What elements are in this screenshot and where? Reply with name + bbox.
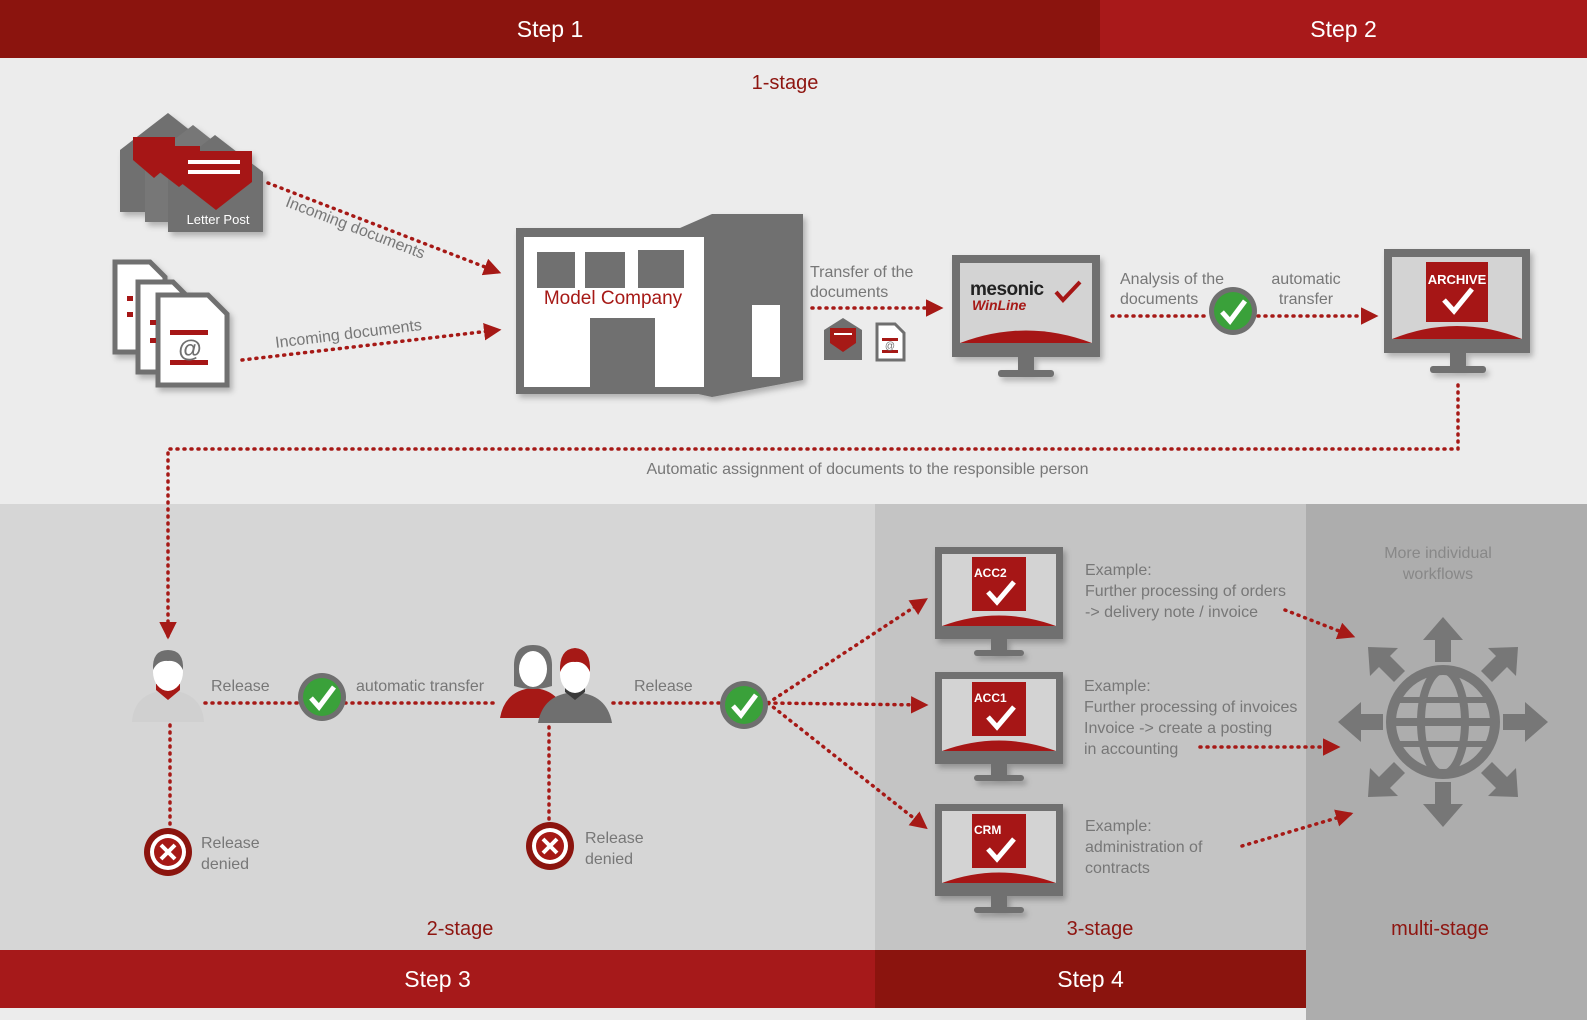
example-acc1-line: Invoice -> create a posting	[1084, 720, 1273, 737]
acc2-monitor-icon	[935, 547, 1063, 656]
lower-left-zone	[0, 504, 875, 950]
mesonic-monitor-icon	[952, 255, 1100, 377]
example-acc1-line: Further processing of invoices	[1084, 699, 1298, 716]
globe-arrows-icon	[1338, 617, 1548, 827]
deny-circle-icon-2	[526, 822, 574, 870]
archive-label: ARCHIVE	[1427, 272, 1487, 287]
small-document-icon: @	[875, 322, 906, 362]
assignment-label: Automatic assignment of documents to the…	[646, 461, 1089, 478]
stage-multi-label: multi-stage	[1391, 918, 1489, 940]
letter-post-icon	[120, 113, 263, 232]
more-workflows-label-1: More individual	[1384, 545, 1492, 562]
model-company-label: Model Company	[543, 288, 683, 309]
example-crm-line: contracts	[1085, 860, 1150, 877]
mesonic-logo-text: mesonic	[970, 279, 1044, 300]
release-label-2: Release	[634, 678, 693, 695]
example-crm: Example: administration of contracts	[1085, 816, 1202, 879]
acc1-label: ACC1	[974, 691, 1007, 705]
company-building-icon	[516, 214, 803, 397]
small-envelope-icon	[824, 318, 862, 360]
step-1-band: Step 1	[0, 0, 1100, 58]
more-workflows-label-2: workflows	[1402, 566, 1474, 583]
user-group-icon	[500, 645, 612, 723]
release-denied-label-2b: denied	[585, 851, 634, 868]
connector-check-to-acc2	[766, 598, 928, 705]
example-crm-line: Example:	[1085, 818, 1152, 835]
step-3-label: Step 3	[404, 965, 471, 992]
svg-text:@: @	[885, 341, 895, 352]
example-acc2-line: -> delivery note / invoice	[1085, 604, 1258, 621]
deny-circle-icon-1	[144, 828, 192, 876]
stage-2-label: 2-stage	[426, 918, 494, 940]
example-acc1: Example: Further processing of invoices …	[1084, 676, 1297, 760]
example-crm-line: administration of	[1085, 839, 1203, 856]
connector-letter-to-company	[266, 181, 502, 276]
example-acc1-line: in accounting	[1084, 741, 1179, 758]
single-user-icon	[132, 650, 204, 722]
check-circle-icon-release-1	[298, 673, 346, 721]
stage-3-label: 3-stage	[1066, 918, 1134, 940]
connector-archive-to-user	[159, 383, 1460, 640]
release-denied-label-1a: Release	[201, 835, 260, 852]
automatic-transfer-label-line-2: transfer	[1278, 291, 1334, 308]
crm-monitor-icon	[935, 804, 1063, 913]
check-circle-icon-release-2	[720, 681, 768, 729]
example-acc2: Example: Further processing of orders ->…	[1085, 560, 1286, 623]
release-label-1: Release	[211, 678, 270, 695]
stage-1-label: 1-stage	[751, 72, 819, 94]
automatic-transfer-label: automatic transfer	[356, 678, 485, 695]
crm-label: CRM	[974, 823, 1002, 837]
transfer-label-line-1: Transfer of the	[810, 264, 914, 281]
analysis-label-line-1: Analysis of the	[1120, 271, 1225, 288]
release-denied-label-2a: Release	[585, 830, 644, 847]
step-2-band: Step 2	[1100, 0, 1587, 58]
connector-check-to-acc1	[766, 696, 929, 714]
wintine-logo-text: WinLine	[972, 297, 1027, 313]
letter-post-label: Letter Post	[186, 212, 250, 227]
example-acc2-line: Example:	[1085, 562, 1152, 579]
connector-check-to-crm	[766, 701, 928, 830]
connector-acc2-to-globe	[1283, 608, 1356, 640]
acc1-monitor-icon	[935, 672, 1063, 781]
transfer-label-line-2: documents	[810, 284, 889, 301]
release-denied-label-1b: denied	[201, 856, 250, 873]
step-2-label: Step 2	[1310, 15, 1377, 42]
example-acc2-line: Further processing of orders	[1085, 583, 1286, 600]
step-4-label: Step 4	[1057, 965, 1124, 992]
example-acc1-line: Example:	[1084, 678, 1151, 695]
connector-email-to-company	[240, 322, 502, 362]
acc2-label: ACC2	[974, 566, 1007, 580]
connector-crm-to-globe	[1240, 809, 1354, 848]
step-3-band: Step 3	[0, 950, 875, 1008]
step-1-label: Step 1	[516, 15, 584, 42]
analysis-label-line-2: documents	[1120, 291, 1199, 308]
automatic-transfer-label-line-1: automatic	[1271, 271, 1341, 288]
archive-monitor-icon	[1384, 249, 1530, 373]
email-documents-icon: @	[112, 259, 230, 388]
check-circle-icon-analysis	[1209, 287, 1257, 335]
svg-text:@: @	[178, 336, 201, 363]
lower-right-zone	[1306, 504, 1587, 1020]
step-4-band: Step 4	[875, 950, 1306, 1008]
